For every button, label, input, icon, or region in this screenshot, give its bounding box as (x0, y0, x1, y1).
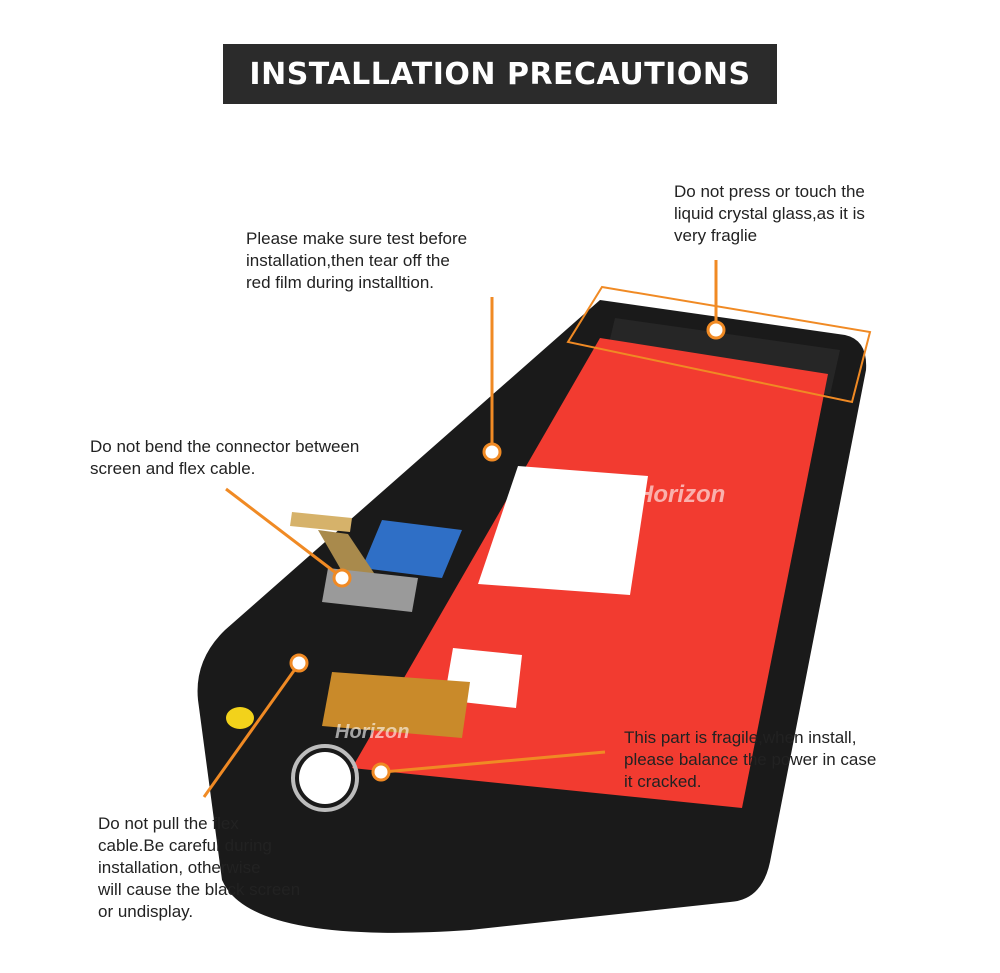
blue-flex-cable (362, 520, 462, 578)
note-line: This part is fragile,when install, (624, 728, 857, 747)
home-button-ring (291, 744, 359, 812)
title-banner: INSTALLATION PRECAUTIONS (223, 44, 777, 104)
note-line: installation, otherwise (98, 858, 261, 877)
watermark: Horizon (335, 721, 409, 743)
note-line: red film during installtion. (246, 273, 435, 292)
note-line: it cracked. (624, 772, 702, 791)
home-button-hole (299, 752, 351, 804)
note-line: Do not press or touch the (674, 182, 865, 201)
callout-line-connector (225, 487, 341, 578)
gold-connector (290, 512, 352, 532)
note-line: or undisplay. (98, 902, 194, 921)
callout-dot-connector (332, 568, 352, 588)
note-no-bend: Do not bend the connector between screen… (90, 436, 359, 480)
white-label-large (478, 466, 648, 595)
note-line: very fraglie (674, 226, 758, 245)
note-test-film: Please make sure test before installatio… (246, 228, 467, 294)
note-line: please balance the power in case (624, 750, 877, 769)
callout-dot-glass (706, 320, 726, 340)
callout-line-fragile (382, 750, 606, 774)
note-line: screen and flex cable. (90, 459, 256, 478)
note-no-pull: Do not pull the flex cable.Be careful du… (98, 813, 300, 923)
callout-dot-pull-flex (289, 653, 309, 673)
note-fragile-part: This part is fragile,when install, pleas… (624, 727, 876, 793)
callout-dot-fragile (371, 762, 391, 782)
callout-line-pull-flex (202, 664, 300, 798)
amber-flex-tape (322, 672, 470, 738)
note-line: installation,then tear off the (246, 251, 450, 270)
callout-box-glass (566, 285, 872, 404)
note-line: liquid crystal glass,as it is (674, 204, 865, 223)
note-line: Do not bend the connector between (90, 437, 360, 456)
watermark: Horizon (636, 481, 725, 508)
callout-dot-test-film (482, 442, 502, 462)
page-title: INSTALLATION PRECAUTIONS (249, 56, 751, 92)
note-no-press: Do not press or touch the liquid crystal… (674, 181, 865, 247)
note-line: cable.Be careful during (98, 836, 272, 855)
yellow-sticker (226, 707, 254, 729)
note-line: Please make sure test before (246, 229, 468, 248)
note-line: will cause the black screen (98, 880, 301, 899)
note-line: Do not pull the flex (98, 814, 239, 833)
